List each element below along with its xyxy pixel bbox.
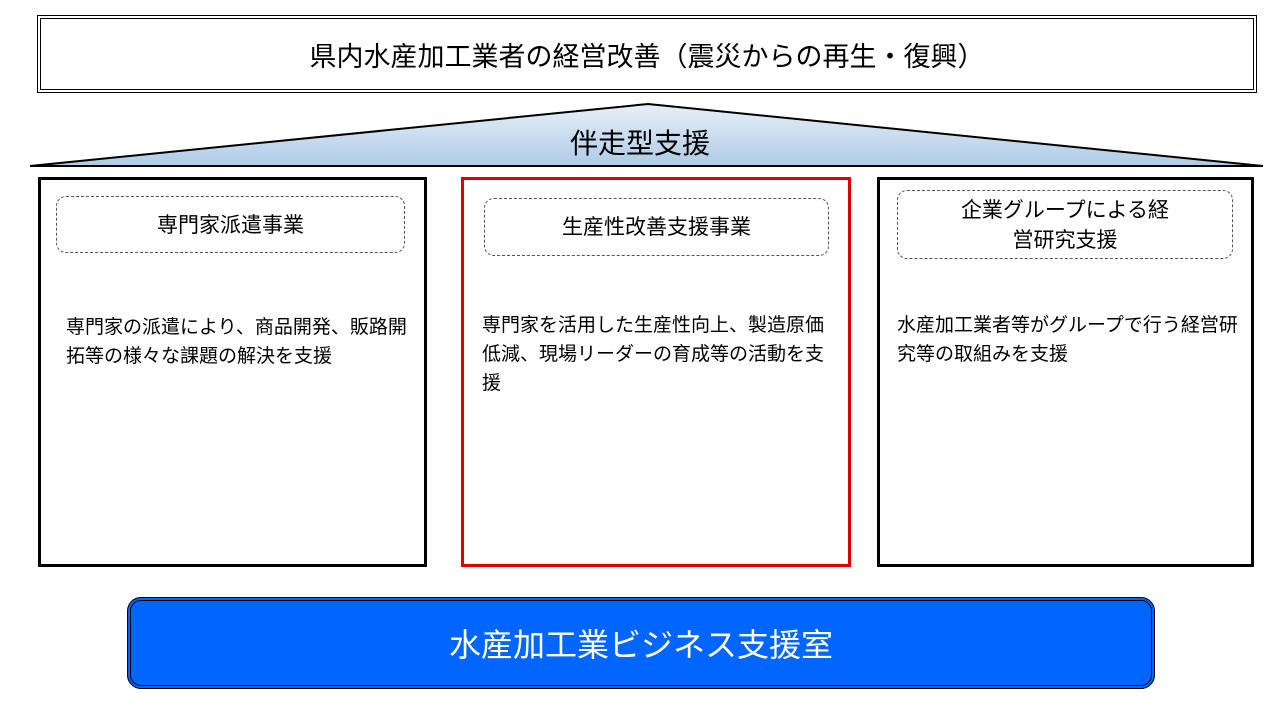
column-heading: 企業グループによる経営研究支援 bbox=[897, 190, 1233, 259]
column-heading: 専門家派遣事業 bbox=[56, 196, 405, 253]
column-heading: 生産性改善支援事業 bbox=[484, 198, 829, 256]
banner-triangle bbox=[29, 102, 1264, 167]
page-title: 県内水産加工業者の経営改善（震災からの再生・復興） bbox=[37, 15, 1257, 93]
column-group-research bbox=[877, 177, 1254, 567]
column-body: 水産加工業者等がグループで行う経営研究等の取組みを支援 bbox=[897, 314, 1238, 365]
footer-office-label: 水産加工業ビジネス支援室 bbox=[127, 597, 1155, 689]
column-body: 専門家の派遣により、商品開発、販路開拓等の様々な課題の解決を支援 bbox=[66, 316, 407, 367]
banner-label: 伴走型支援 bbox=[569, 127, 710, 160]
column-expert-dispatch bbox=[38, 177, 427, 567]
column-productivity bbox=[461, 177, 851, 567]
column-body: 専門家を活用した生産性向上、製造原価低減、現場リーダーの育成等の活動を支援 bbox=[482, 314, 825, 394]
